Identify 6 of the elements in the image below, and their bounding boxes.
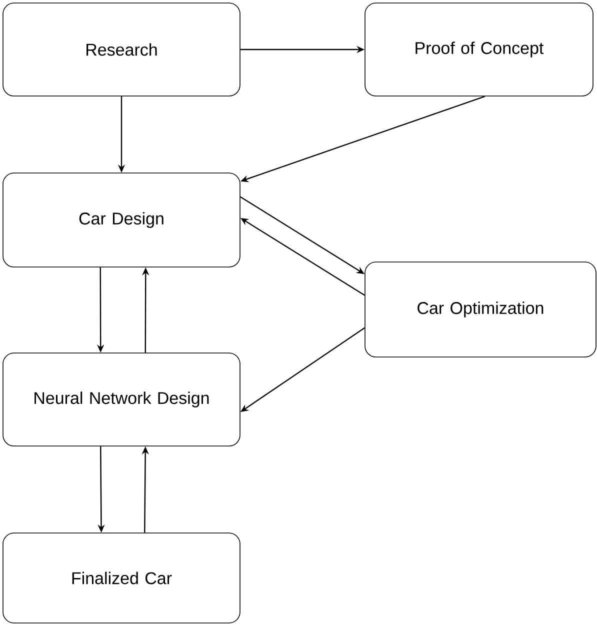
process-box: Car Optimization: [364, 262, 596, 358]
process-box: Neural Network Design: [2, 352, 240, 446]
process-box: Research: [2, 2, 240, 96]
process-box: Proof of Concept: [364, 2, 594, 96]
process-box: Finalized Car: [2, 532, 240, 624]
process-box: Car Design: [2, 172, 240, 268]
